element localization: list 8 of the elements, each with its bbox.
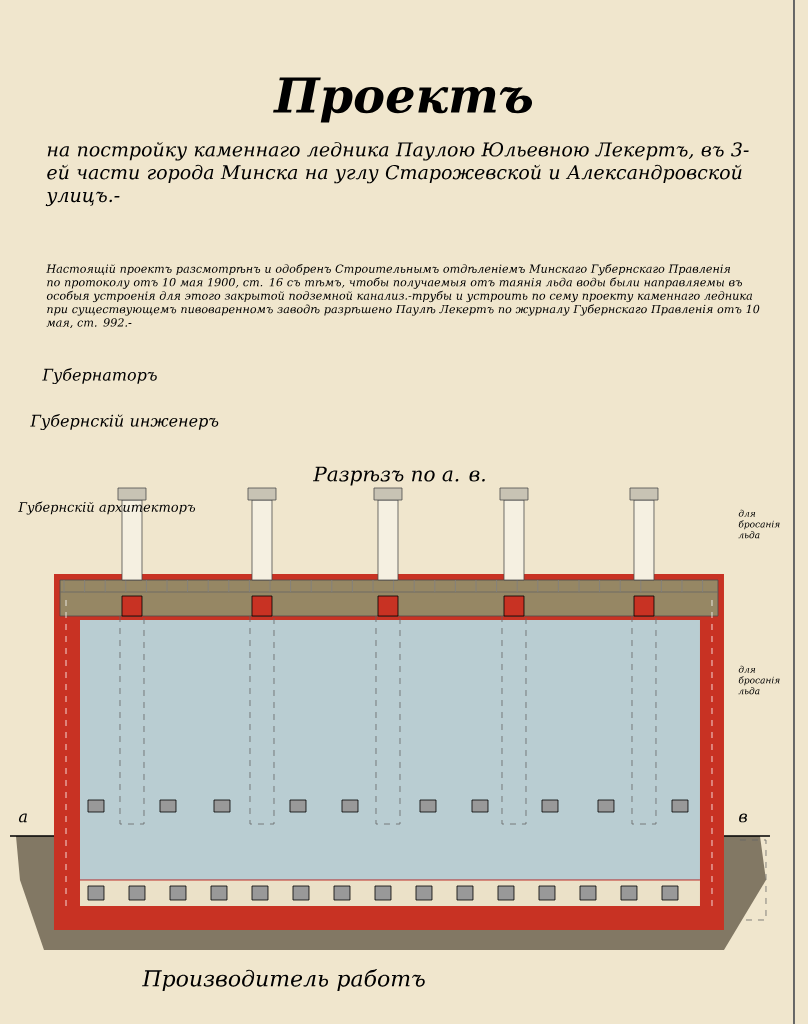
signature-line: Губернскій инженеръ xyxy=(30,413,219,431)
section-mark: а xyxy=(18,813,27,823)
subtitle: на постройку каменнаго ледника Паулою Юльевною Лекертъ, въ 3-ей части города Минска на углу Старожевской и Александровской улицъ.- xyxy=(45,141,749,207)
signature-line: Производитель работъ xyxy=(142,969,425,991)
section-mark: в xyxy=(739,813,747,823)
title: Проектъ xyxy=(273,77,532,123)
signature-line: Губернаторъ xyxy=(42,367,157,385)
section-title: Разрѣзъ по а. в. xyxy=(313,466,485,486)
